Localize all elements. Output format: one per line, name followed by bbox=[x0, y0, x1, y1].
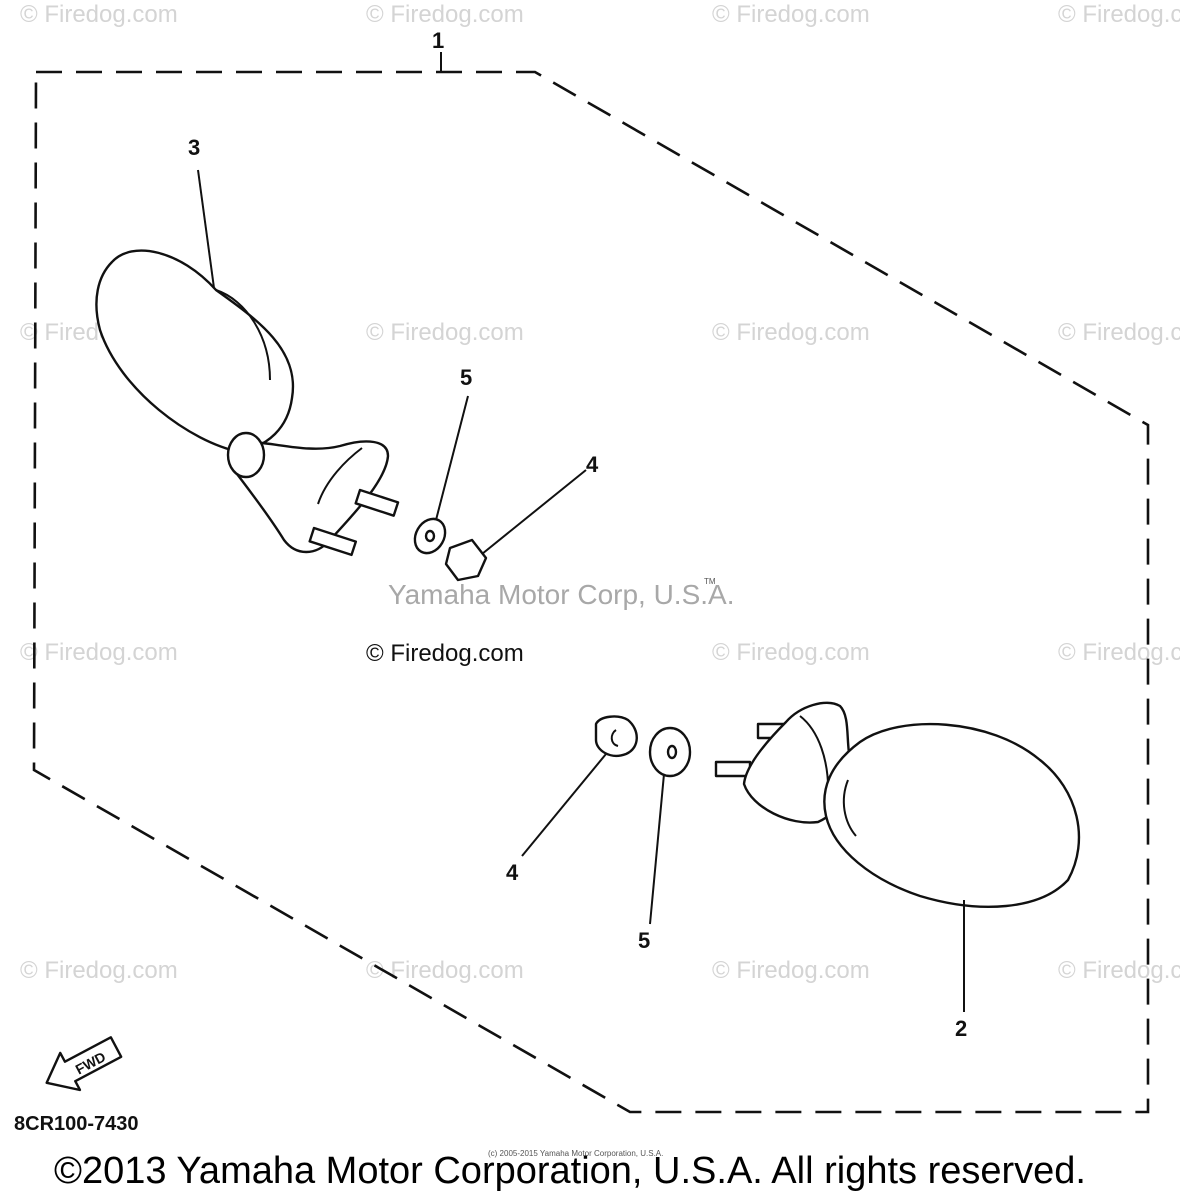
watermark-text: © Firedog.com bbox=[1058, 1, 1180, 28]
left-mirror-housing bbox=[95, 249, 295, 454]
right-mirror-housing bbox=[823, 722, 1081, 908]
watermark-text: © Firedog.com bbox=[20, 957, 178, 984]
left-mirror-stay-edge bbox=[317, 447, 363, 505]
left-mirror-edge bbox=[215, 289, 271, 381]
callout-leader-4-right bbox=[521, 753, 607, 857]
diagram-code: 8CR100-7430 bbox=[14, 1113, 139, 1135]
callout-leader-4-left bbox=[481, 469, 587, 555]
callout-2: 2 bbox=[955, 1016, 967, 1041]
right-nut-detail bbox=[610, 729, 619, 747]
right-mirror-stud-lower bbox=[714, 760, 752, 778]
watermark-text: © Firedog.com bbox=[1058, 319, 1180, 346]
callout-leader-5-right bbox=[649, 773, 665, 925]
center-copyright: © Firedog.com bbox=[366, 640, 524, 667]
watermark-text: © Firedog.com bbox=[712, 639, 870, 666]
callout-leader-3 bbox=[197, 169, 215, 289]
callout-1: 1 bbox=[432, 28, 444, 53]
assembly-outline bbox=[32, 70, 1150, 1114]
right-mirror-edge bbox=[842, 779, 857, 837]
callout-leader-5-left bbox=[435, 395, 469, 521]
watermark-grid: © Firedog.com © Firedog.com © Firedog.co… bbox=[20, 1, 1180, 984]
left-mirror bbox=[95, 249, 400, 557]
footer-copyright: ©2013 Yamaha Motor Corporation, U.S.A. A… bbox=[54, 1150, 1086, 1192]
watermark-text: © Firedog.com bbox=[20, 639, 178, 666]
tm-mark: TM bbox=[704, 577, 716, 586]
callout-3: 3 bbox=[188, 135, 200, 160]
right-nut bbox=[594, 715, 638, 757]
right-mirror bbox=[714, 701, 1081, 908]
left-nut bbox=[444, 538, 488, 582]
watermark-text: © Firedog.com bbox=[1058, 639, 1180, 666]
watermark-text: © Firedog.com bbox=[712, 957, 870, 984]
watermark-text: © Firedog.com bbox=[20, 1, 178, 28]
corp-watermark: Yamaha Motor Corp, U.S.A. bbox=[388, 579, 735, 610]
watermark-text: © Firedog.com bbox=[366, 1, 524, 28]
watermark-text: © Firedog.com bbox=[366, 319, 524, 346]
callout-4-right: 4 bbox=[506, 860, 519, 885]
left-mirror-stud-lower bbox=[308, 526, 358, 557]
callout-5-right: 5 bbox=[638, 928, 650, 953]
callout-4-left: 4 bbox=[586, 452, 599, 477]
fwd-arrow-icon: FWD bbox=[45, 1036, 123, 1092]
tiny-copyright: (c) 2005-2015 Yamaha Motor Corporation, … bbox=[488, 1149, 663, 1158]
right-washer-hole bbox=[666, 744, 678, 760]
left-mirror-stud-upper bbox=[354, 488, 400, 517]
callout-5-left: 5 bbox=[460, 365, 472, 390]
watermark-text: © Firedog.com bbox=[366, 957, 524, 984]
watermark-text: © Firedog.com bbox=[712, 319, 870, 346]
left-washer-hole bbox=[424, 529, 436, 543]
watermark-text: © Firedog.com bbox=[1058, 957, 1180, 984]
watermark-text: © Firedog.com bbox=[712, 1, 870, 28]
left-mirror-pivot bbox=[226, 431, 266, 479]
